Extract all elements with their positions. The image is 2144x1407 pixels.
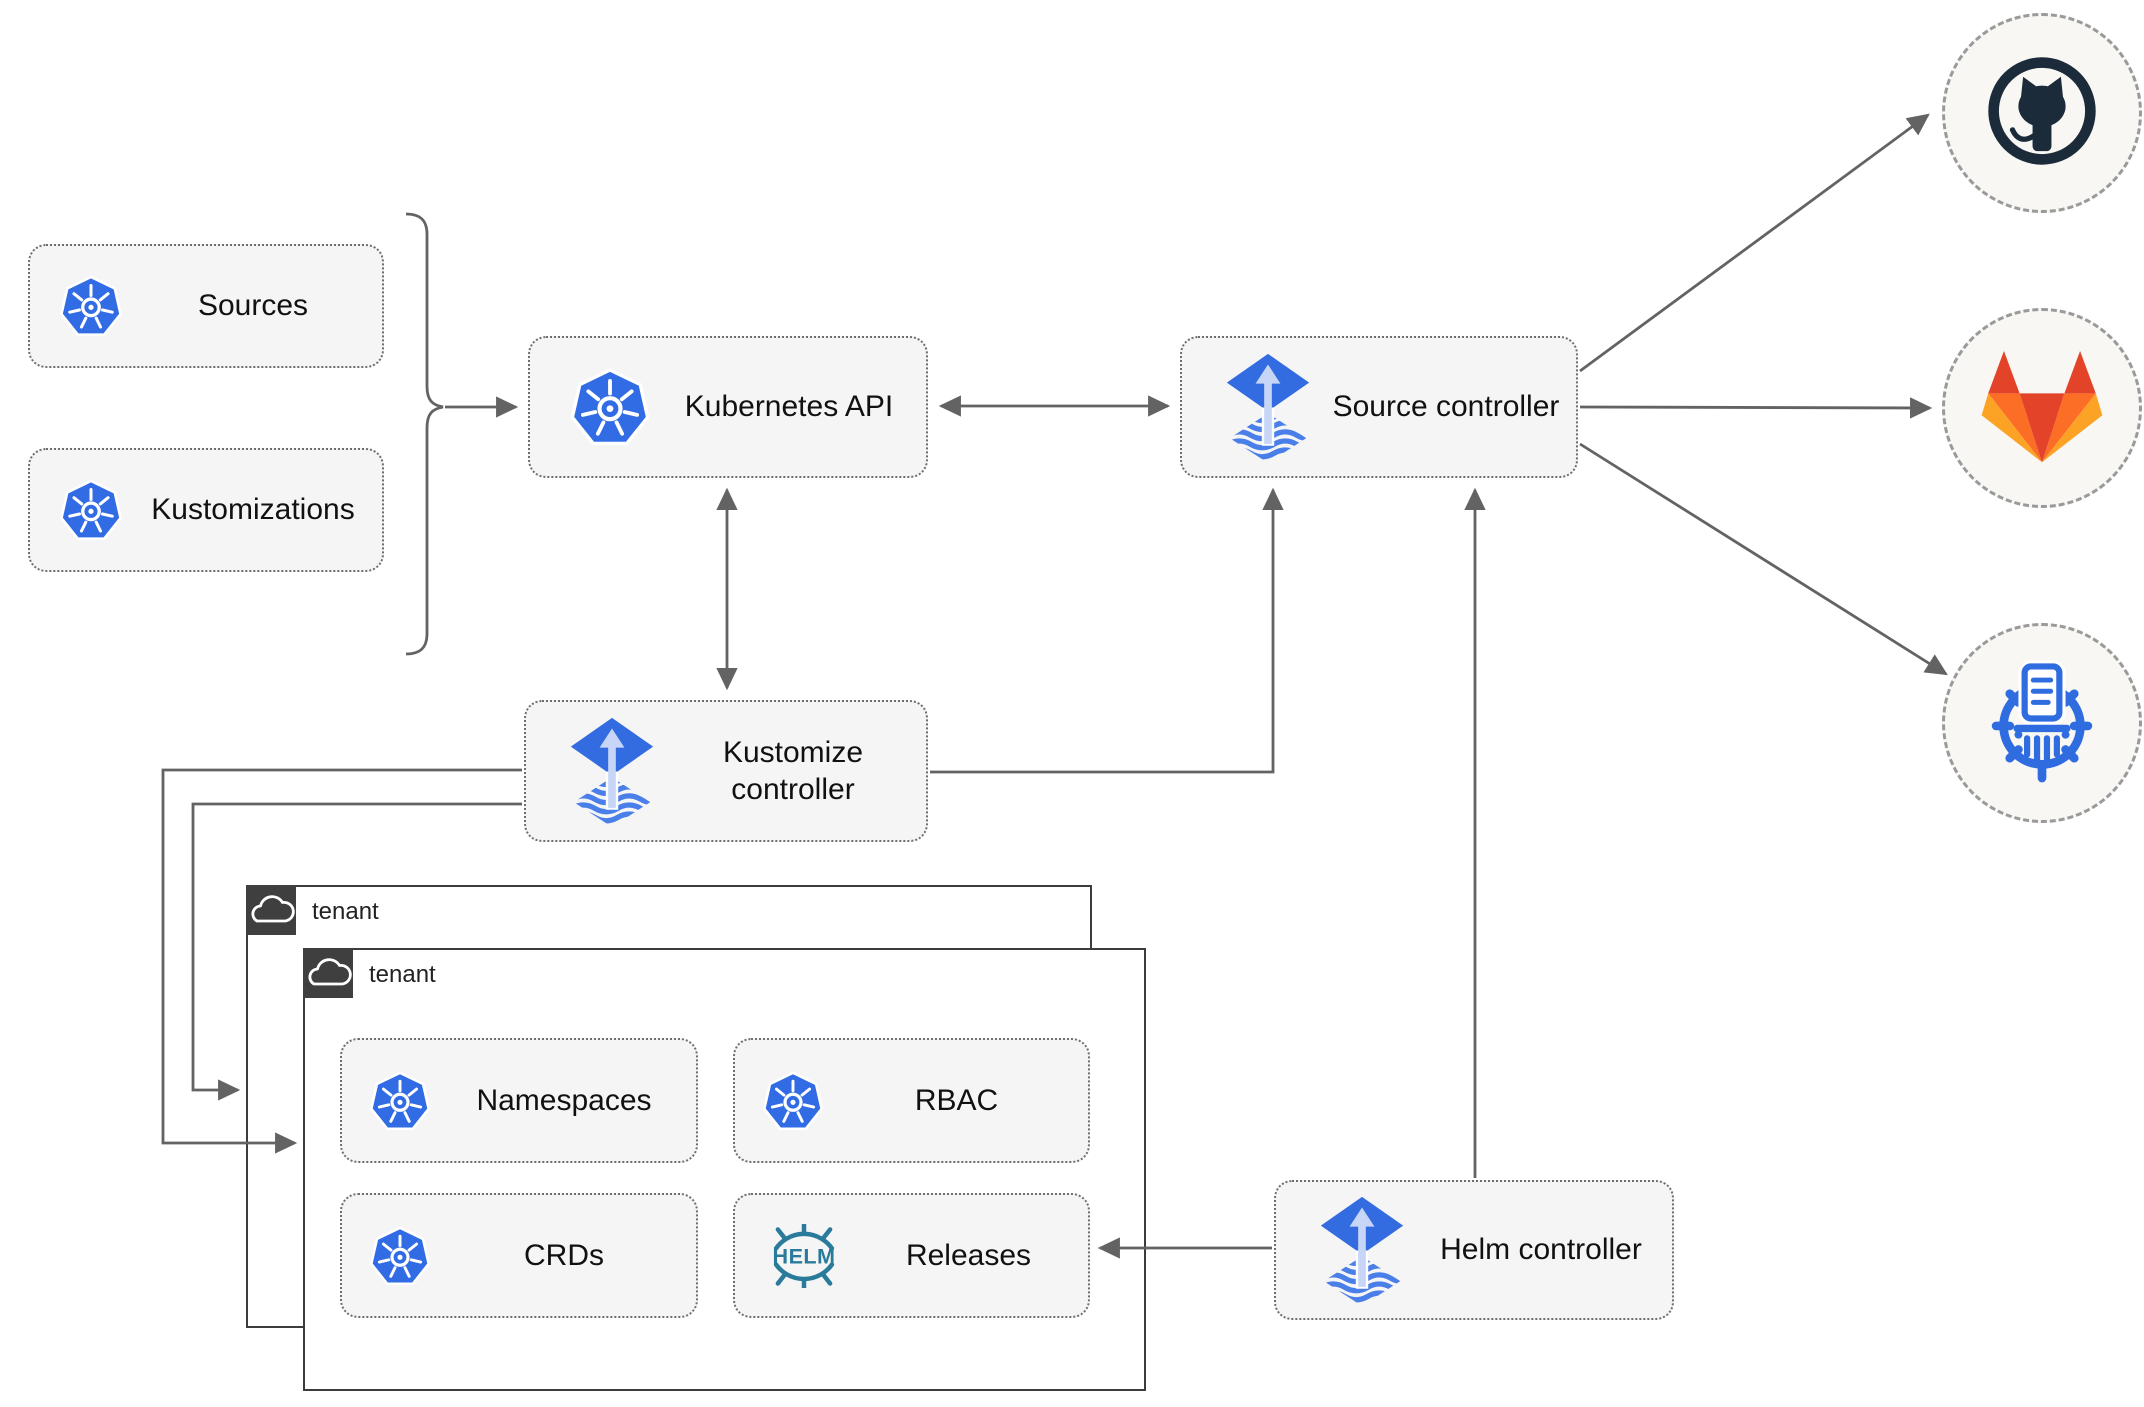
flux-icon bbox=[1314, 1195, 1410, 1306]
node-label: Source controller bbox=[1332, 390, 1560, 424]
helm-wordmark: HELM bbox=[773, 1243, 836, 1268]
node-namespaces: Namespaces bbox=[340, 1038, 698, 1163]
node-helm-controller: Helm controller bbox=[1274, 1180, 1674, 1320]
gitlab-icon bbox=[1980, 347, 2104, 470]
node-label: Namespaces bbox=[476, 1083, 652, 1117]
chart-repository-icon bbox=[1980, 659, 2104, 788]
node-kustomizations: Kustomizations bbox=[28, 448, 384, 572]
node-source-controller: Source controller bbox=[1180, 336, 1578, 478]
edge-sourcectrl-chartrepo bbox=[1579, 442, 1948, 676]
node-label: Kubernetes API bbox=[684, 390, 894, 424]
kubernetes-icon bbox=[368, 1224, 432, 1288]
cloud-icon bbox=[303, 948, 353, 998]
tenant-label: tenant bbox=[369, 961, 436, 988]
helm-icon: HELM bbox=[759, 1224, 849, 1288]
node-kubernetes-api: Kubernetes API bbox=[528, 336, 928, 478]
edge-kustomizectrl-sourcectrl bbox=[930, 487, 1284, 774]
flux-icon bbox=[564, 716, 660, 827]
remote-github bbox=[1942, 13, 2142, 213]
kubernetes-icon bbox=[58, 477, 124, 543]
cloud-icon bbox=[246, 885, 296, 935]
remote-gitlab bbox=[1942, 308, 2142, 508]
kubernetes-icon bbox=[368, 1069, 432, 1133]
tenant-container-front: tenant bbox=[303, 948, 1146, 1391]
edge-bracket bbox=[405, 212, 444, 656]
node-label: CRDs bbox=[524, 1238, 604, 1272]
flux-icon bbox=[1220, 352, 1316, 463]
edge-sourcectrl-github bbox=[1579, 113, 1930, 373]
node-kustomize-controller: Kustomize controller bbox=[524, 700, 928, 842]
node-sources: Sources bbox=[28, 244, 384, 368]
remote-chart-repository bbox=[1942, 623, 2142, 823]
github-icon bbox=[1983, 52, 2101, 175]
node-rbac: RBAC bbox=[733, 1038, 1090, 1163]
node-label: Kustomize controller bbox=[722, 735, 864, 807]
kubernetes-icon bbox=[568, 365, 652, 449]
node-label: Sources bbox=[197, 289, 309, 323]
node-label: Helm controller bbox=[1440, 1233, 1642, 1267]
edge-sourcectrl-gitlab bbox=[1579, 397, 1933, 419]
kubernetes-icon bbox=[58, 273, 124, 339]
tenant-label: tenant bbox=[312, 898, 379, 925]
node-crds: CRDs bbox=[340, 1193, 698, 1318]
node-label: Kustomizations bbox=[151, 493, 355, 527]
node-label: RBAC bbox=[914, 1083, 999, 1117]
kubernetes-icon bbox=[761, 1069, 825, 1133]
node-label: Releases bbox=[905, 1238, 1032, 1272]
node-releases: HELM Releases bbox=[733, 1193, 1090, 1318]
